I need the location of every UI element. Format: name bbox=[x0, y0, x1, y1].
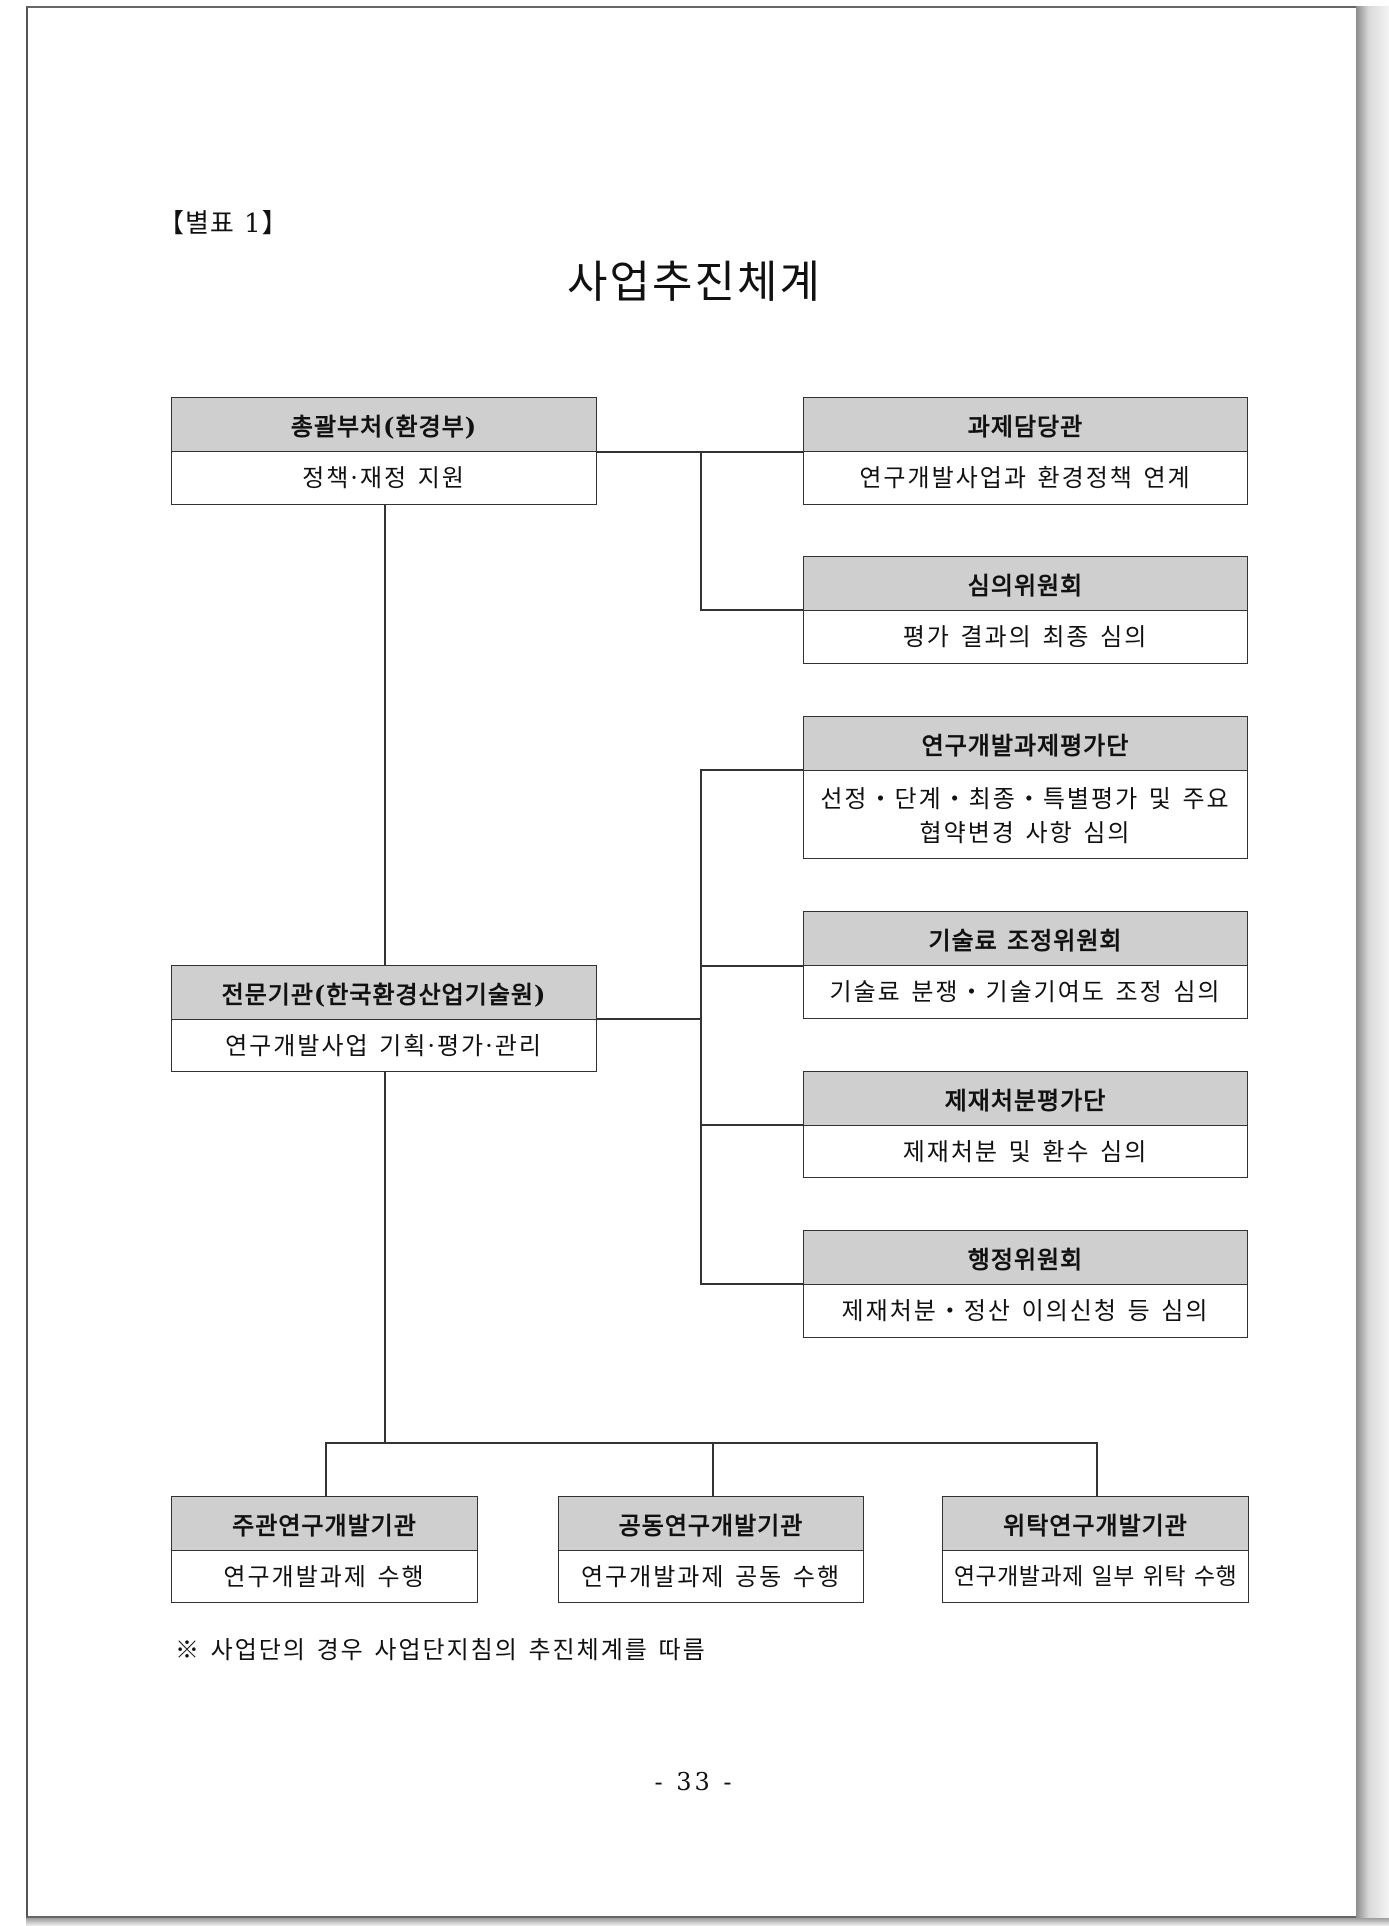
joint-institution-role: 연구개발과제 공동 수행 bbox=[580, 1562, 842, 1591]
contract-institution-box: 위탁연구개발기관 연구개발과제 일부 위탁 수행 bbox=[942, 1496, 1249, 1603]
agency-title: 전문기관(한국환경산업기술원) bbox=[172, 966, 596, 1020]
review-committee-title: 심의위원회 bbox=[804, 557, 1247, 611]
footnote: ※ 사업단의 경우 사업단지침의 추진체계를 따름 bbox=[175, 1636, 707, 1664]
admin-committee-box: 행정위원회 제재처분・정산 이의신청 등 심의 bbox=[803, 1230, 1248, 1338]
connector-line bbox=[1096, 1442, 1098, 1497]
connector-line bbox=[700, 609, 804, 611]
tech-fee-committee-box: 기술료 조정위원회 기술료 분쟁・기술기여도 조정 심의 bbox=[803, 911, 1248, 1019]
page-shadow-bottom bbox=[26, 1918, 1389, 1926]
table-label: 【별표 1】 bbox=[158, 209, 289, 239]
ministry-title: 총괄부처(환경부) bbox=[172, 398, 596, 452]
connector-line bbox=[700, 451, 702, 611]
connector-line bbox=[700, 451, 804, 453]
evaluation-panel-box: 연구개발과제평가단 선정・단계・최종・특별평가 및 주요 협약변경 사항 심의 bbox=[803, 716, 1248, 859]
review-committee-box: 심의위원회 평가 결과의 최종 심의 bbox=[803, 556, 1248, 664]
connector-line bbox=[596, 451, 700, 453]
connector-line bbox=[325, 1442, 1097, 1444]
connector-line bbox=[596, 1018, 700, 1020]
review-committee-role: 평가 결과의 최종 심의 bbox=[902, 622, 1149, 651]
agency-box: 전문기관(한국환경산업기술원) 연구개발사업 기획·평가·관리 bbox=[171, 965, 597, 1072]
connector-line bbox=[700, 769, 804, 771]
ministry-box: 총괄부처(환경부) 정책·재정 지원 bbox=[171, 397, 597, 505]
sanction-panel-title: 제재처분평가단 bbox=[804, 1072, 1247, 1126]
officer-title: 과제담당관 bbox=[804, 398, 1247, 452]
connector-line bbox=[384, 504, 386, 966]
joint-institution-title: 공동연구개발기관 bbox=[559, 1497, 863, 1551]
sanction-panel-box: 제재처분평가단 제재처분 및 환수 심의 bbox=[803, 1071, 1248, 1178]
contract-institution-role: 연구개발과제 일부 위탁 수행 bbox=[953, 1563, 1238, 1590]
connector-line bbox=[712, 1442, 714, 1497]
officer-box: 과제담당관 연구개발사업과 환경정책 연계 bbox=[803, 397, 1248, 505]
joint-institution-box: 공동연구개발기관 연구개발과제 공동 수행 bbox=[558, 1496, 864, 1603]
tech-fee-committee-title: 기술료 조정위원회 bbox=[804, 912, 1247, 966]
sanction-panel-role: 제재처분 및 환수 심의 bbox=[902, 1137, 1149, 1166]
page-border bbox=[26, 6, 1356, 1918]
connector-line bbox=[325, 1442, 327, 1497]
admin-committee-role: 제재처분・정산 이의신청 등 심의 bbox=[841, 1296, 1210, 1325]
admin-committee-title: 행정위원회 bbox=[804, 1231, 1247, 1285]
evaluation-panel-role-line2: 협약변경 사항 심의 bbox=[919, 818, 1132, 847]
evaluation-panel-role: 선정・단계・최종・특별평가 및 주요 협약변경 사항 심의 bbox=[804, 771, 1247, 860]
page-title: 사업추진체계 bbox=[567, 257, 822, 308]
evaluation-panel-title: 연구개발과제평가단 bbox=[804, 717, 1247, 771]
connector-line bbox=[700, 965, 804, 967]
page-number: - 33 - bbox=[654, 1768, 735, 1796]
ministry-role: 정책·재정 지원 bbox=[302, 463, 466, 492]
evaluation-panel-role-line1: 선정・단계・최종・특별평가 및 주요 bbox=[820, 784, 1231, 813]
tech-fee-committee-role: 기술료 분쟁・기술기여도 조정 심의 bbox=[829, 977, 1222, 1006]
officer-role: 연구개발사업과 환경정책 연계 bbox=[859, 463, 1192, 492]
connector-line bbox=[700, 1124, 804, 1126]
page-shadow bbox=[1356, 6, 1389, 1918]
connector-line bbox=[384, 1071, 386, 1443]
lead-institution-box: 주관연구개발기관 연구개발과제 수행 bbox=[171, 1496, 478, 1603]
connector-line bbox=[700, 1283, 804, 1285]
contract-institution-title: 위탁연구개발기관 bbox=[943, 1497, 1248, 1551]
agency-role: 연구개발사업 기획·평가·관리 bbox=[225, 1031, 543, 1060]
lead-institution-title: 주관연구개발기관 bbox=[172, 1497, 477, 1551]
connector-line bbox=[700, 769, 702, 1284]
lead-institution-role: 연구개발과제 수행 bbox=[223, 1562, 426, 1591]
